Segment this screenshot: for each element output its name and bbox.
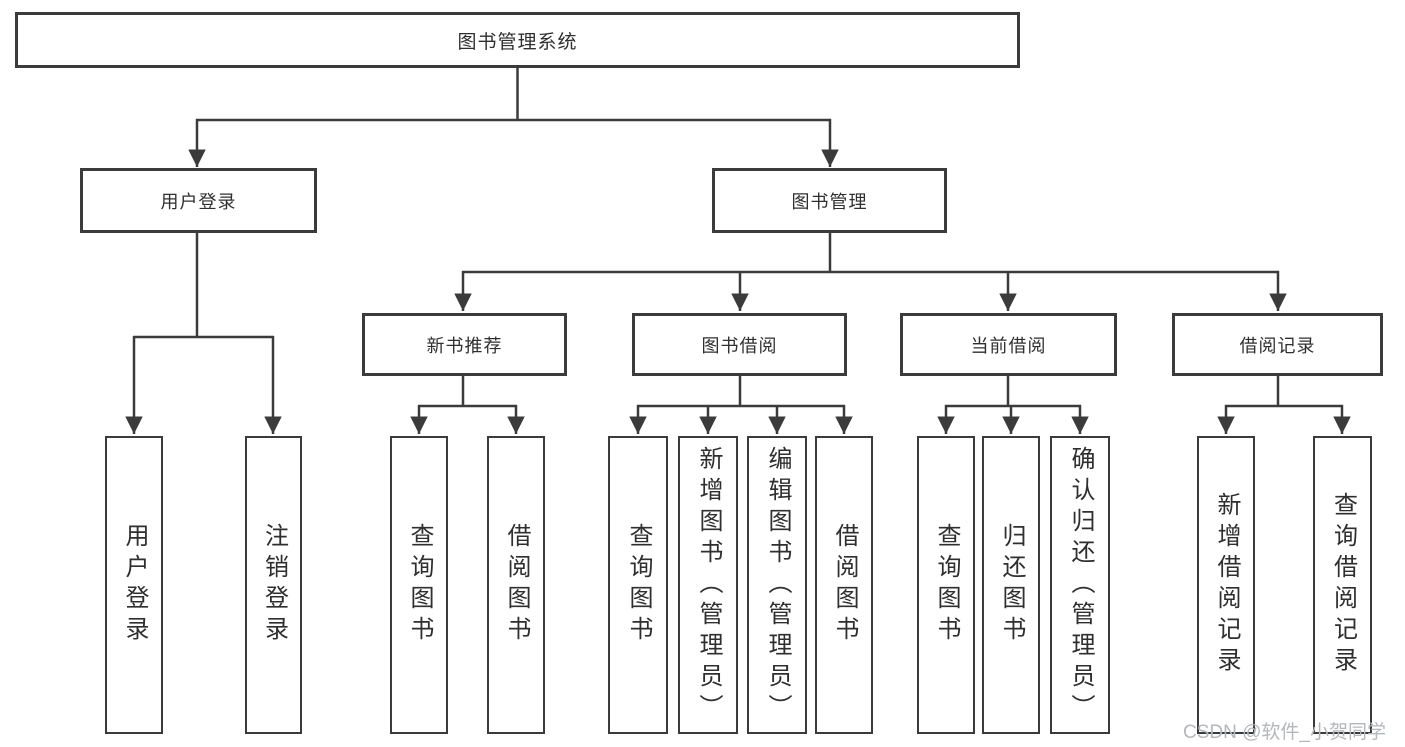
node-label: 借阅记录	[1239, 335, 1316, 356]
flowchart-node-book-borrow: 图书借阅	[632, 313, 847, 376]
flowchart-leaf-recommend-borrow-books: 借阅图书	[487, 436, 545, 734]
flowchart-leaf-borrow-books: 借阅图书	[815, 436, 873, 734]
flowchart-leaf-return-books: 归还图书	[982, 436, 1040, 734]
flowchart-leaf-recommend-query-books: 查询图书	[390, 436, 448, 734]
node-label: 图书管理	[791, 191, 868, 212]
flowchart-leaf-borrow-query-books: 查询图书	[608, 436, 668, 734]
flowchart-node-new-book-recommend: 新书推荐	[362, 313, 567, 376]
flowchart-leaf-add-books-admin: 新增图书（管理员）	[678, 436, 738, 734]
flowchart-leaf-edit-books-admin: 编辑图书（管理员）	[747, 436, 807, 734]
node-label: 新书推荐	[426, 335, 503, 356]
node-label: 注销登录	[260, 523, 288, 647]
node-label: 用户登录	[160, 191, 237, 212]
flowchart-leaf-confirm-return-admin: 确认归还（管理员）	[1050, 436, 1110, 734]
node-label: 新增借阅记录	[1213, 492, 1240, 678]
node-label: 归还图书	[998, 523, 1025, 647]
flowchart-node-root: 图书管理系统	[15, 12, 1020, 68]
node-label: 用户登录	[121, 523, 148, 647]
flowchart-leaf-current-query-books: 查询图书	[917, 436, 975, 734]
csdn-watermark: CSDN @软件_小贺同学	[1183, 722, 1386, 743]
flowchart-node-book-management: 图书管理	[712, 168, 947, 233]
flowchart-leaf-query-borrow-record: 查询借阅记录	[1313, 436, 1372, 734]
node-label: 图书借阅	[701, 335, 778, 356]
flowchart-node-current-borrow: 当前借阅	[900, 313, 1117, 376]
node-label: 查询图书	[933, 523, 960, 647]
node-label: 图书管理系统	[457, 31, 578, 53]
node-label: 确认归还（管理员）	[1067, 445, 1094, 725]
node-label: 借阅图书	[503, 523, 530, 647]
node-label: 查询图书	[625, 523, 652, 647]
node-label: 新增图书（管理员）	[695, 445, 722, 725]
node-label: 查询借阅记录	[1329, 492, 1357, 678]
node-label: 编辑图书（管理员）	[764, 445, 791, 725]
node-label: 查询图书	[406, 523, 433, 647]
flowchart-leaf-add-borrow-record: 新增借阅记录	[1197, 436, 1255, 734]
flowchart-leaf-logout: 注销登录	[245, 436, 302, 734]
flowchart-node-borrow-records: 借阅记录	[1172, 313, 1383, 376]
flowchart-node-user-login: 用户登录	[80, 168, 317, 233]
flowchart-leaf-user-login: 用户登录	[105, 436, 163, 734]
node-label: 借阅图书	[831, 523, 858, 647]
node-label: 当前借阅	[970, 335, 1047, 356]
